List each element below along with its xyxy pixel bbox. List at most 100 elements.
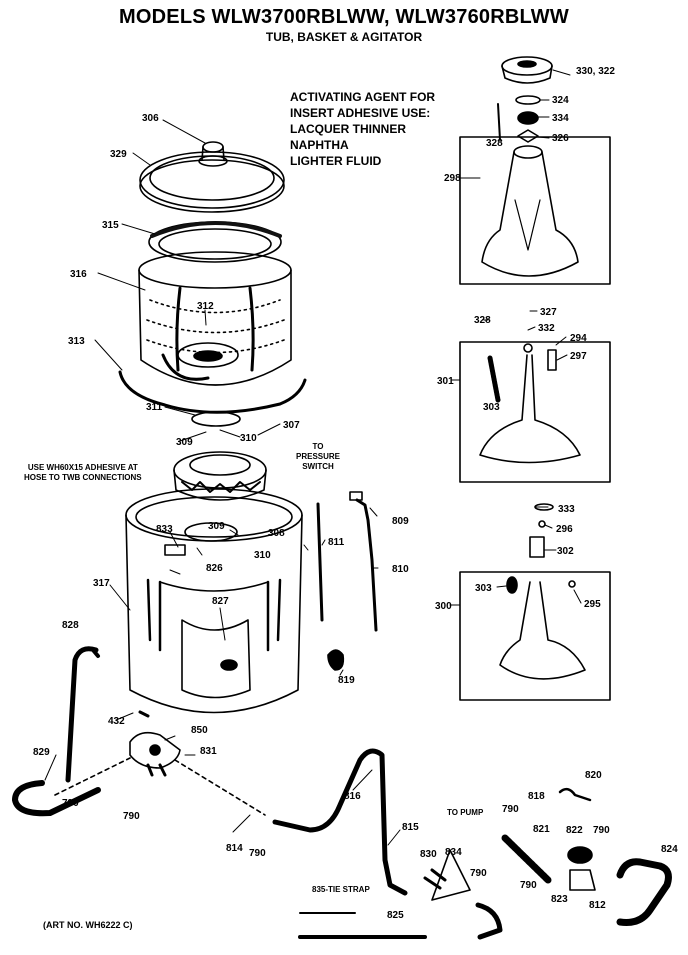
tub-seal xyxy=(191,411,241,427)
callout-306: 306 xyxy=(142,113,159,124)
callout-303-a: 303 xyxy=(483,402,500,413)
pump-body xyxy=(129,731,181,777)
short-hose xyxy=(475,902,503,940)
callout-330-322: 330, 322 xyxy=(576,66,615,77)
callout-317: 317 xyxy=(93,578,110,589)
air-dome-hose xyxy=(349,491,378,632)
tie-strap-note: 835-TIE STRAP xyxy=(312,885,370,894)
pump-screw xyxy=(138,710,150,718)
callout-327: 327 xyxy=(540,307,557,318)
callout-790-a: 790 xyxy=(62,798,79,809)
callout-826: 826 xyxy=(206,563,223,574)
callout-812: 812 xyxy=(589,900,606,911)
callout-833: 833 xyxy=(156,524,173,535)
agitator-cap xyxy=(501,56,553,84)
callout-831: 831 xyxy=(200,746,217,757)
activating-agent-note: ACTIVATING AGENT FOR INSERT ADHESIVE USE… xyxy=(290,90,436,168)
agitator-bearing xyxy=(517,111,539,125)
callout-307: 307 xyxy=(283,420,300,431)
callout-309: 309 xyxy=(176,437,193,448)
drain-hose-left xyxy=(12,646,101,817)
pressure-switch-note: TO PRESSURE SWITCH xyxy=(296,442,341,471)
callout-295: 295 xyxy=(584,599,601,610)
callout-823: 823 xyxy=(551,894,568,905)
agitator-pin xyxy=(497,103,501,141)
callout-316: 316 xyxy=(70,269,87,280)
callout-329: 329 xyxy=(110,149,127,160)
callout-310-b: 310 xyxy=(254,550,271,561)
balance-ring xyxy=(148,221,282,263)
pump-valve xyxy=(558,787,592,802)
page-subtitle: TUB, BASKET & AGITATOR xyxy=(265,30,423,44)
callout-834: 834 xyxy=(445,847,462,858)
callout-821: 821 xyxy=(533,824,550,835)
callout-790-g: 790 xyxy=(520,880,537,891)
adhesive-note: USE WH60X15 ADHESIVE AT HOSE TO TWB CONN… xyxy=(24,463,142,482)
callout-829: 829 xyxy=(33,747,50,758)
callout-334: 334 xyxy=(552,113,569,124)
callout-298: 298 xyxy=(444,173,461,184)
callout-labels: 306 329 315 316 312 313 311 309 310 307 … xyxy=(33,66,678,921)
callout-315: 315 xyxy=(102,220,119,231)
callout-815: 815 xyxy=(402,822,419,833)
callout-830: 830 xyxy=(420,849,437,860)
page-title: MODELS WLW3700RBLWW, WLW3760RBLWW xyxy=(119,6,569,28)
callout-809: 809 xyxy=(392,516,409,527)
callout-820: 820 xyxy=(585,770,602,781)
art-number: (ART NO. WH6222 C) xyxy=(43,920,133,930)
basket-cover-ring xyxy=(139,151,285,213)
dog-washer xyxy=(538,520,546,528)
callout-790-b: 790 xyxy=(123,811,140,822)
callout-819: 819 xyxy=(338,675,355,686)
callout-294: 294 xyxy=(570,333,587,344)
level-cap xyxy=(327,649,345,671)
callout-326: 326 xyxy=(552,133,569,144)
callout-300: 300 xyxy=(435,601,452,612)
hose-clamp xyxy=(431,849,471,901)
agitator-upper xyxy=(459,136,611,285)
callout-302: 302 xyxy=(557,546,574,557)
callout-816: 816 xyxy=(344,791,361,802)
wash-basket xyxy=(138,251,292,386)
callout-818: 818 xyxy=(528,791,545,802)
fill-hose xyxy=(272,748,408,896)
agitator-lower xyxy=(459,536,611,701)
to-pump-note: TO PUMP xyxy=(447,808,484,817)
callout-328-a: 328 xyxy=(486,138,503,149)
pump-hose-right xyxy=(501,834,552,884)
agitator-dog xyxy=(517,129,539,143)
drain-hose-right xyxy=(616,858,672,926)
callout-296: 296 xyxy=(556,524,573,535)
callout-827: 827 xyxy=(212,596,229,607)
agitator-ring xyxy=(515,95,541,105)
callout-824: 824 xyxy=(661,844,678,855)
callout-301: 301 xyxy=(437,376,454,387)
callout-811: 811 xyxy=(328,537,345,548)
callout-312: 312 xyxy=(197,301,214,312)
callout-333: 333 xyxy=(558,504,575,515)
callout-790-c: 790 xyxy=(249,848,266,859)
callout-822: 822 xyxy=(566,825,583,836)
callout-790-d: 790 xyxy=(470,868,487,879)
callout-432: 432 xyxy=(108,716,125,727)
basket-hub xyxy=(198,141,228,167)
callout-790-f: 790 xyxy=(593,825,610,836)
outer-tub xyxy=(125,488,303,714)
callout-790-e: 790 xyxy=(502,804,519,815)
callout-814: 814 xyxy=(226,843,243,854)
callout-828: 828 xyxy=(62,620,79,631)
callout-313: 313 xyxy=(68,336,85,347)
callout-332: 332 xyxy=(538,323,555,334)
callout-308: 308 xyxy=(268,528,285,539)
callout-311: 311 xyxy=(146,402,163,413)
callout-303-b: 303 xyxy=(475,583,492,594)
callout-825: 825 xyxy=(387,910,404,921)
pressure-tube xyxy=(316,502,324,622)
leader-lines xyxy=(44,69,582,846)
callout-309-b: 309 xyxy=(208,521,225,532)
callout-850: 850 xyxy=(191,725,208,736)
callout-310: 310 xyxy=(240,433,257,444)
callout-324: 324 xyxy=(552,95,569,106)
